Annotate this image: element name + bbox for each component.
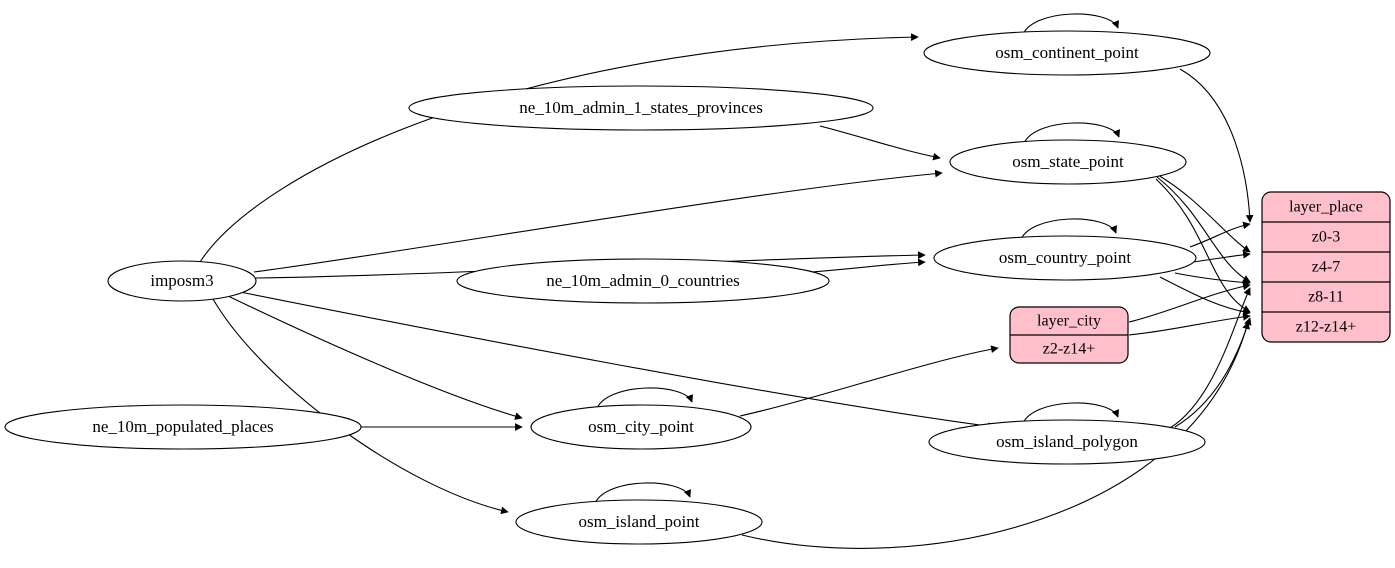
edge-imposm3-to-osm-island-polygon	[239, 291, 996, 430]
layer-city-row-z2-z14-label[interactable]: z2-z14+	[1043, 341, 1096, 358]
node-osm-continent-point[interactable]: osm_continent_point	[923, 30, 1211, 76]
node-osm-country-point[interactable]: osm_country_point	[933, 235, 1197, 281]
osm-country-point-label: osm_country_point	[999, 248, 1131, 267]
node-layer-city[interactable]: layer_city z2-z14+	[1009, 306, 1129, 364]
osm-island-polygon-ellipse[interactable]	[928, 419, 1206, 465]
edge-layer-city-to-layer-place-z8-11	[1128, 282, 1251, 323]
ne-places-ellipse[interactable]	[4, 404, 362, 450]
edge-osm-country-point-to-layer-place-z12-z14	[1159, 276, 1251, 316]
ne-states-ellipse[interactable]	[408, 85, 874, 131]
osm-continent-point-ellipse[interactable]	[923, 30, 1211, 76]
self-loop-osm-island-polygon	[1021, 402, 1119, 427]
edge-osm-island-point-to-layer-place-z12-z14	[741, 321, 1250, 549]
node-osm-city-point[interactable]: osm_city_point	[530, 404, 752, 450]
edge-ne-countries-to-osm-country-point	[811, 258, 926, 273]
node-osm-state-point[interactable]: osm_state_point	[949, 139, 1187, 185]
edge-osm-state-point-to-layer-place-z4-7	[1157, 174, 1251, 253]
self-loop-osm-continent-point	[1021, 13, 1119, 38]
osm-country-point-ellipse[interactable]	[933, 235, 1197, 281]
self-loop-osm-state-point	[1022, 122, 1120, 147]
edge-osm-state-point-to-layer-place-z8-11	[1156, 176, 1251, 283]
edge-osm-country-point-to-layer-place-z8-11	[1174, 272, 1251, 287]
ne-states-label: ne_10m_admin_1_states_provinces	[519, 98, 763, 117]
osm-state-point-ellipse[interactable]	[949, 139, 1187, 185]
layer-place-row-z4-7-label[interactable]: z4-7	[1312, 259, 1340, 276]
ne-countries-label: ne_10m_admin_0_countries	[546, 271, 740, 290]
node-layer-place[interactable]: layer_place z0-3 z4-7 z8-11 z12-z14+	[1261, 191, 1391, 343]
imposm3-ellipse[interactable]	[107, 260, 257, 302]
layer-place-row-z8-11-label[interactable]: z8-11	[1308, 289, 1344, 306]
osm-island-polygon-label: osm_island_polygon	[996, 432, 1138, 451]
node-ne-10m-populated-places[interactable]: ne_10m_populated_places	[4, 404, 362, 450]
node-osm-island-polygon[interactable]: osm_island_polygon	[928, 419, 1206, 465]
edge-osm-island-polygon-to-layer-place-z12-z14	[1174, 317, 1252, 428]
edge-layer-city-to-layer-place-z12-z14	[1128, 313, 1251, 336]
osm-continent-point-label: osm_continent_point	[995, 43, 1139, 62]
node-osm-island-point[interactable]: osm_island_point	[515, 499, 763, 545]
node-ne-10m-admin-1-states-provinces[interactable]: ne_10m_admin_1_states_provinces	[408, 85, 874, 131]
imposm3-label: imposm3	[150, 271, 213, 290]
edge-osm-country-point-to-layer-place-z0-3	[1189, 221, 1251, 248]
osm-city-point-label: osm_city_point	[588, 417, 694, 436]
layer-city-header-label: layer_city	[1037, 313, 1101, 330]
node-imposm3[interactable]: imposm3	[107, 260, 257, 302]
self-loop-osm-island-point	[593, 482, 691, 507]
edge-imposm3-to-osm-city-point	[227, 295, 523, 420]
edge-osm-island-polygon-to-layer-place-z8-11	[1169, 287, 1251, 429]
osm-state-point-label: osm_state_point	[1012, 152, 1124, 171]
edge-osm-country-point-to-layer-place-z4-7	[1192, 250, 1251, 263]
ne-places-label: ne_10m_populated_places	[92, 417, 273, 436]
osm-city-point-ellipse[interactable]	[530, 404, 752, 450]
osm-island-point-ellipse[interactable]	[515, 499, 763, 545]
edge-imposm3-to-osm-state-point	[253, 169, 943, 273]
layer-place-row-z0-3-label[interactable]: z0-3	[1312, 229, 1340, 246]
ne-countries-ellipse[interactable]	[456, 258, 830, 304]
node-layer: imposm3 ne_10m_admin_1_states_provinces …	[4, 30, 1211, 545]
self-loop-osm-city-point	[595, 387, 693, 412]
edge-ne-states-to-osm-state-point	[819, 125, 941, 161]
layer-place-row-z12-z14-label[interactable]: z12-z14+	[1296, 319, 1357, 336]
edge-imposm3-to-osm-island-point	[212, 298, 509, 515]
self-loop-osm-country-point	[1019, 218, 1117, 243]
edge-osm-state-point-to-layer-place-z12-z14	[1155, 178, 1251, 313]
layer-place-box[interactable]	[1261, 191, 1391, 343]
edge-imposm3-to-osm-continent-point	[199, 33, 919, 263]
layer-place-header-label: layer_place	[1289, 199, 1363, 216]
osm-island-point-label: osm_island_point	[579, 512, 700, 531]
edge-osm-city-point-to-layer-city	[739, 345, 999, 417]
edge-osm-continent-point-to-layer-place-z0-3	[1179, 68, 1254, 223]
node-ne-10m-admin-0-countries[interactable]: ne_10m_admin_0_countries	[456, 258, 830, 304]
